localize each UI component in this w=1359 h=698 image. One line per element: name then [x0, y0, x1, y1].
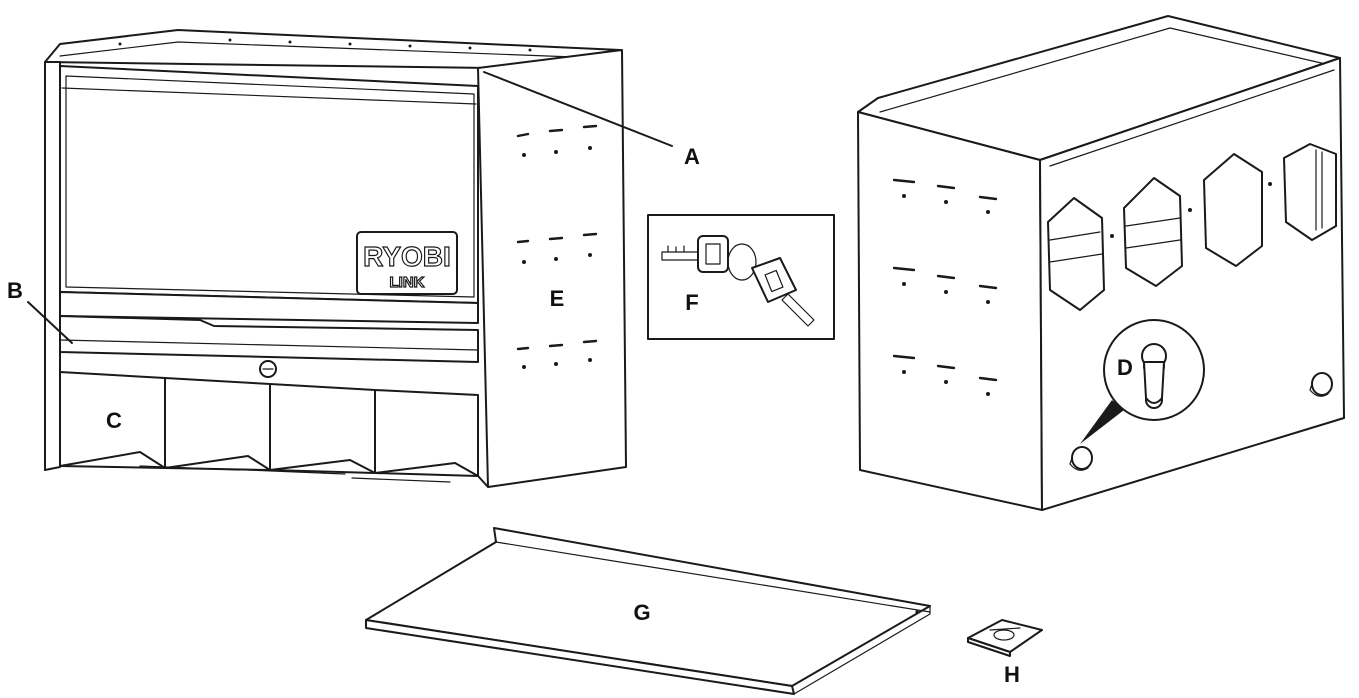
label-d: D — [1117, 355, 1133, 380]
cabinet-side-panel — [477, 49, 627, 488]
label-h: H — [1004, 662, 1020, 687]
knockout-2 — [1123, 177, 1183, 287]
key-1 — [661, 235, 729, 273]
door-bottom-rail — [59, 291, 479, 324]
cabinet-rear-view — [857, 15, 1345, 511]
svg-text:RYOBI: RYOBI — [363, 241, 451, 272]
label-c: C — [106, 408, 122, 433]
shelf-bay-4 — [374, 389, 479, 477]
keys-inset — [647, 214, 835, 340]
keys-inset-frame — [647, 214, 835, 340]
knockout-3 — [1203, 153, 1263, 267]
label-g: G — [633, 600, 650, 625]
cabinet-top — [44, 29, 621, 69]
rear-cabinet-side — [857, 111, 1043, 511]
svg-text:LINK: LINK — [390, 274, 425, 291]
rear-side-slots — [892, 178, 998, 396]
leader-a — [483, 71, 673, 147]
label-e: E — [550, 286, 565, 311]
ryobi-link-logo: RYOBI LINK — [356, 231, 458, 295]
key-plate-part — [967, 619, 1043, 657]
leader-b — [27, 301, 73, 344]
rear-bumper-left — [1069, 446, 1093, 471]
shelf-part — [365, 527, 931, 695]
label-f: F — [685, 290, 698, 315]
shelf-bay-3 — [269, 383, 376, 474]
label-b: B — [7, 278, 23, 303]
cabinet-left-side — [44, 61, 61, 471]
key-2 — [751, 257, 815, 327]
keyhole-callout — [1080, 319, 1205, 444]
knockout-4 — [1283, 143, 1337, 241]
knockout-1 — [1047, 197, 1105, 311]
cabinet-front-view: RYOBI LINK — [44, 29, 627, 488]
rear-bumper-right — [1309, 372, 1333, 397]
lock-bar — [59, 315, 479, 363]
shelf-bay-2 — [164, 377, 271, 471]
side-panel-slots — [516, 124, 598, 369]
label-a: A — [684, 144, 700, 169]
